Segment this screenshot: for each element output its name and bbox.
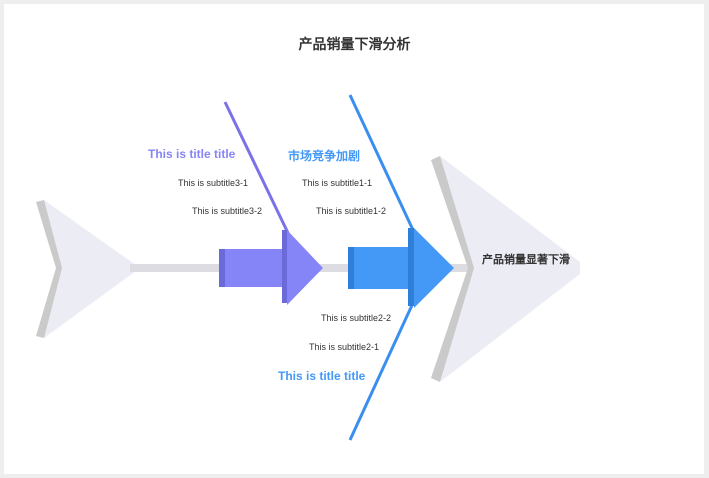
branch-2-subtitle-1: This is subtitle2-1 — [309, 342, 380, 352]
branch-2-subtitle-2: This is subtitle2-2 — [321, 313, 392, 323]
arrow-blue — [348, 228, 454, 308]
bone-1 — [348, 94, 415, 231]
arrow-purple — [219, 230, 323, 305]
branch-1-subtitle-1: This is subtitle1-1 — [302, 178, 373, 188]
diagram-title: 产品销量下滑分析 — [298, 36, 411, 52]
branch-3-subtitle-2: This is subtitle3-2 — [192, 206, 263, 216]
bone-2 — [348, 302, 415, 441]
head-label: 产品销量显著下滑 — [482, 254, 570, 266]
fish-head — [440, 156, 580, 382]
fish-tail — [44, 200, 140, 338]
branch-1-title: 市场竞争加剧 — [288, 149, 361, 163]
branch-1-subtitle-2: This is subtitle1-2 — [316, 206, 387, 216]
canvas — [4, 4, 704, 474]
bone-3 — [223, 101, 290, 234]
branch-3-title: This is title title — [148, 147, 236, 161]
branch-3-subtitle-1: This is subtitle3-1 — [178, 178, 249, 188]
branch-2-title: This is title title — [278, 369, 366, 383]
